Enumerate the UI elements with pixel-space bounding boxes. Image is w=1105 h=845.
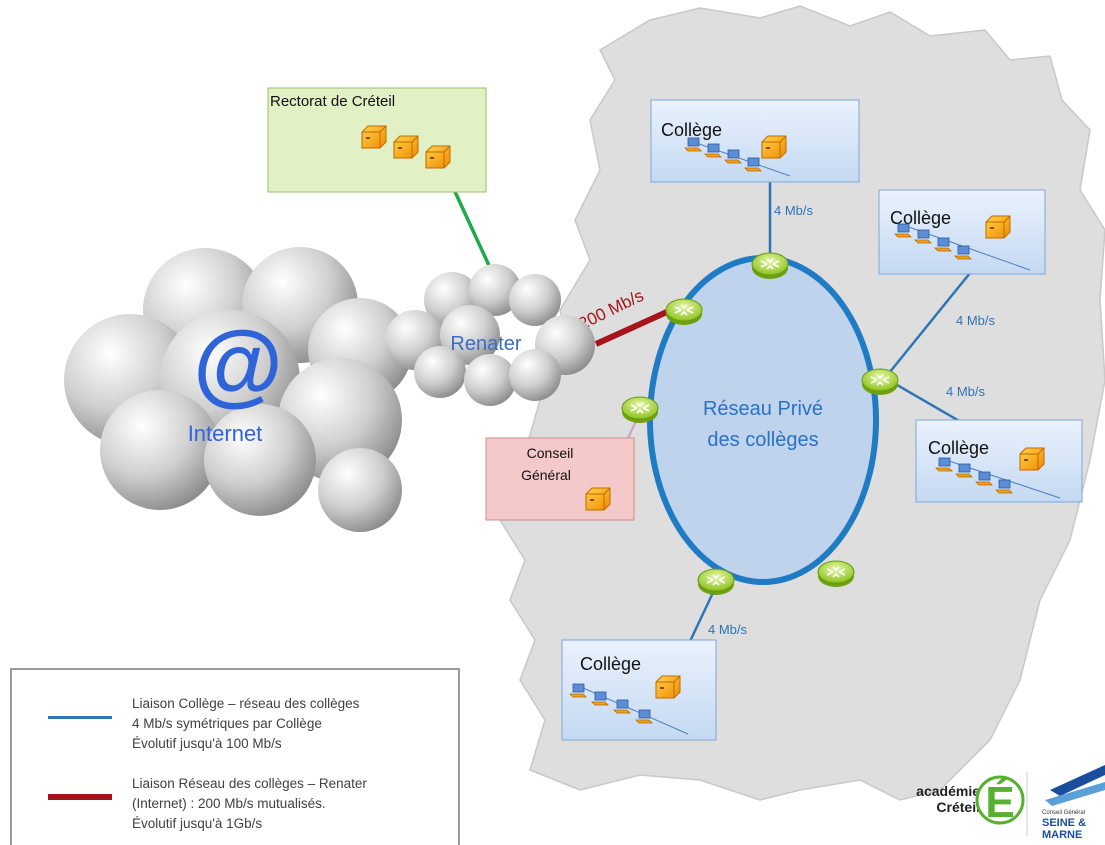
server-icon [361,125,387,149]
speed-label: 4 Mb/s [946,384,986,399]
conseil-label-line1: Conseil [527,445,574,461]
college-box-right-top: Collège [878,189,1046,275]
legend-blue-line [48,716,112,719]
college-label: Collège [890,208,951,228]
speed-label: 4 Mb/s [708,622,748,637]
college-label: Collège [661,120,722,140]
server-icon [761,135,787,159]
renater-cloud [385,264,595,406]
seine-et-marne-logo: Conseil Général SEINE & MARNE [1042,765,1105,841]
server-icon [1019,447,1045,471]
legend-red-line2: (Internet) : 200 Mb/s mutualisés. [132,796,326,811]
legend-red-line [48,794,112,800]
router-icon [621,396,659,424]
svg-text:MARNE: MARNE [1042,829,1082,841]
legend-blue-line1: Liaison Collège – réseau des collèges [132,696,360,711]
legend-blue-line2: 4 Mb/s symétriques par Collège [132,716,322,731]
svg-text:Conseil Général: Conseil Général [1042,810,1085,816]
server-icon [655,675,681,699]
server-icon [585,487,611,511]
svg-text:Créteil: Créteil [936,799,980,815]
reseau-label-line2: des collèges [707,429,818,451]
college-box-right-bottom: Collège [915,419,1083,503]
speed-label: 4 Mb/s [956,313,996,328]
svg-text:académie: académie [916,783,980,799]
conseil-label-line2: Général [521,467,571,483]
router-icon [861,368,899,396]
svg-text:É: É [985,777,1014,827]
server-icon [393,135,419,159]
college-label: Collège [928,438,989,458]
server-icon [425,145,451,169]
legend-blue-text: Liaison Collège – réseau des collèges 4 … [132,694,452,754]
legend-red-line3: Évolutif jusqu'à 1Gb/s [132,816,263,831]
speed-label: 4 Mb/s [774,203,814,218]
legend-box: Liaison Collège – réseau des collèges 4 … [10,668,460,845]
router-icon [817,560,855,588]
rectorat-label: Rectorat de Créteil [270,93,395,110]
internet-label: Internet [188,421,263,446]
reseau-label-line1: Réseau Privé [703,398,823,420]
router-icon [665,298,703,326]
router-icon [751,252,789,280]
college-box-top: Collège [650,99,860,183]
server-icon [985,215,1011,239]
legend-red-text: Liaison Réseau des collèges – Renater (I… [132,774,452,834]
svg-text:SEINE &: SEINE & [1042,817,1086,829]
academie-creteil-logo: académie Créteil É [916,775,1025,827]
college-box-bottom: Collège [561,639,717,741]
legend-blue-line3: Évolutif jusqu'à 100 Mb/s [132,736,282,751]
conseil-box [485,437,635,521]
router-icon [697,568,735,596]
internet-at-symbol: @ [193,313,283,415]
renater-label: Renater [450,333,521,355]
legend-red-line1: Liaison Réseau des collèges – Renater [132,776,367,791]
college-label: Collège [580,654,641,674]
internet-cloud [64,247,412,532]
